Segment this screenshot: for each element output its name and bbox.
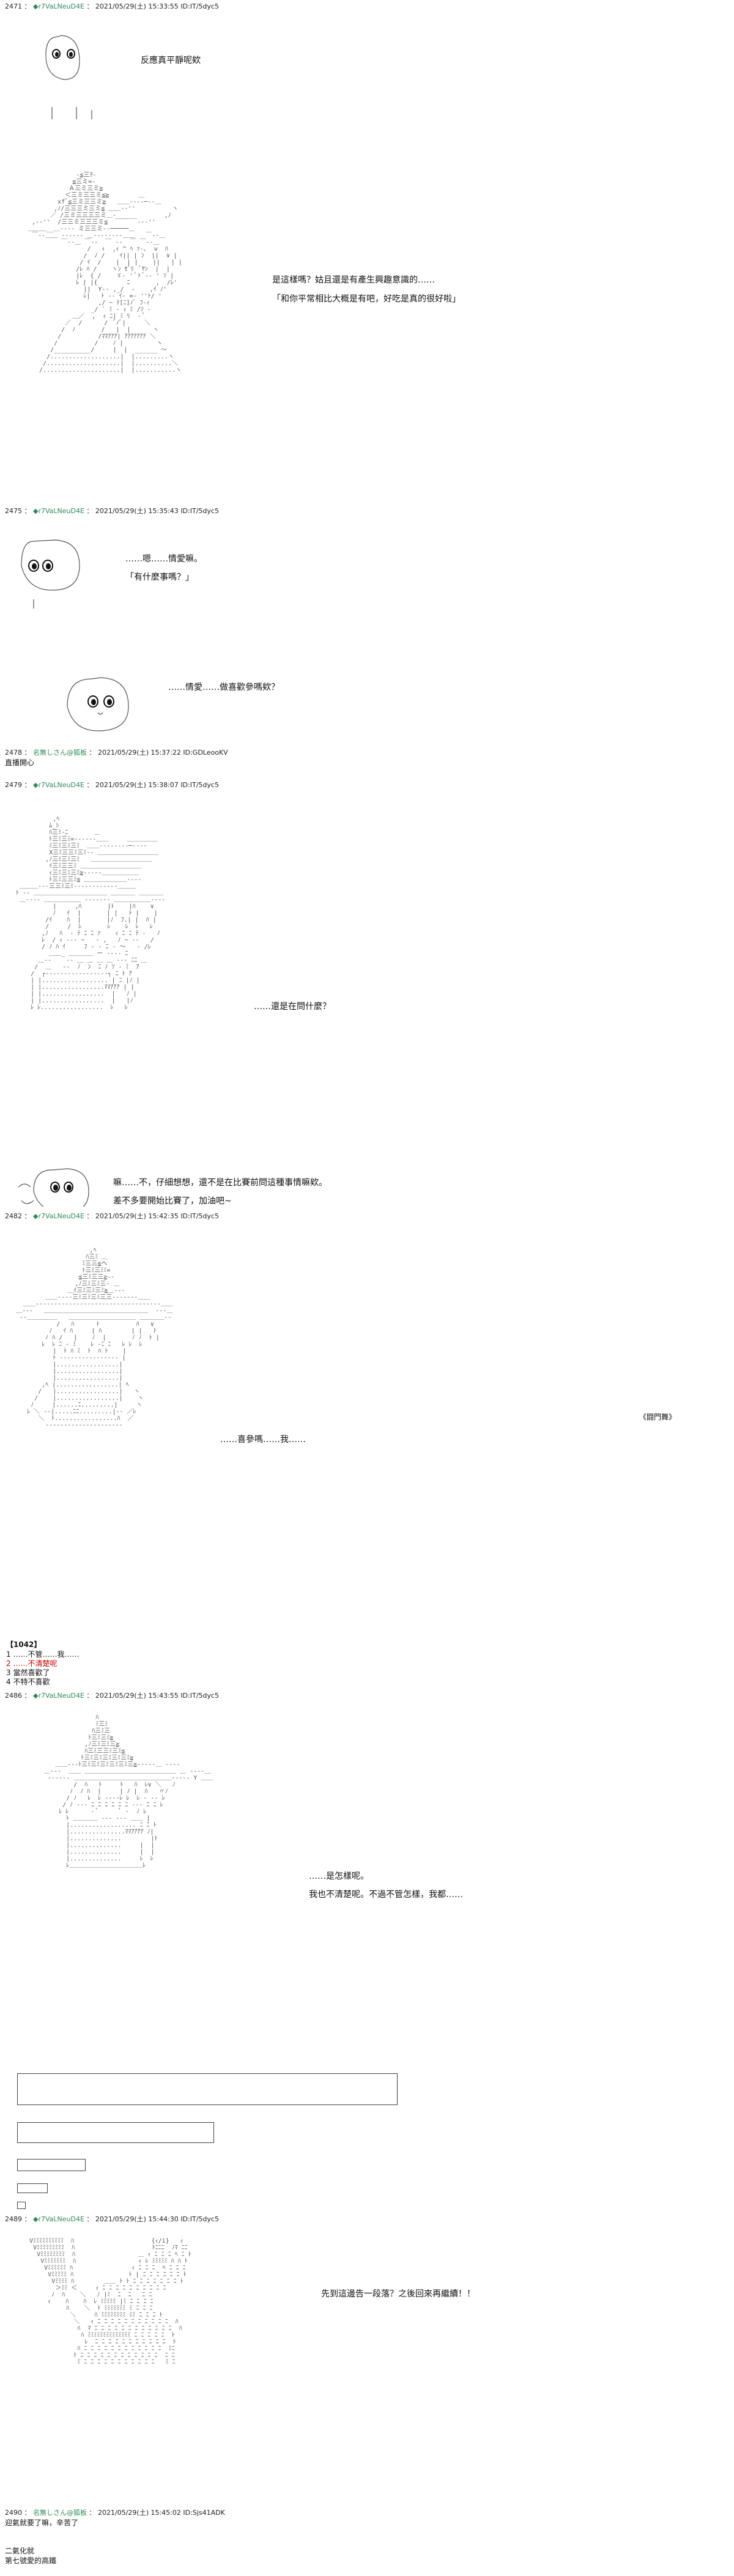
post-id: ID:IT/5dyc5 xyxy=(180,781,219,789)
vote-option[interactable]: 4 不特不喜歡 xyxy=(6,1678,50,1686)
dialogue-line: 「和你平常相比大概是有吧，好吃是真的很好啦」 xyxy=(272,294,461,304)
dialogue-line: ……嗯……情愛嘛。 xyxy=(125,554,202,564)
dialogue-line: 是這樣嗎？姑且還是有產生興趣意識的…… xyxy=(272,275,435,285)
post-id: ID:IT/5dyc5 xyxy=(180,2215,219,2223)
empty-frame xyxy=(17,2159,86,2171)
comment-line: 直播開心 xyxy=(5,758,35,767)
poster-name[interactable]: 名無しさん@狐板 xyxy=(33,749,87,757)
ascii-art-witch: ﾊ ﾐ三ﾐ ﾊ三ﾐ三 ﾄ三ﾐ三ﾐ≧ ,ﾉ三ﾐ三ﾐ三≧ ﾊ三ﾐ三三ﾐ三ﾐ≦ ﾄ三ﾐ… xyxy=(44,1714,213,1869)
empty-frame xyxy=(17,2122,214,2143)
bgm-tag: 《闘門舞》 xyxy=(639,1413,677,1421)
post-header: 2475 ： ◆r7VaLNeuD4E ： 2021/05/29(土) 15:3… xyxy=(5,507,219,515)
ascii-art-character xyxy=(18,1168,89,1207)
post-date: 2021/05/29(土) 15:38:07 xyxy=(95,781,179,789)
poster-name[interactable]: ◆r7VaLNeuD4E xyxy=(33,1692,84,1700)
post-header: 2479 ： ◆r7VaLNeuD4E ： 2021/05/29(土) 15:3… xyxy=(5,781,219,789)
post-header: 2490 ： 名無しさん@狐板 ： 2021/05/29(土) 15:45:02… xyxy=(5,2509,225,2517)
post-id: ID:Sjs41ADK xyxy=(183,2509,225,2517)
poster-name[interactable]: ◆r7VaLNeuD4E xyxy=(33,1212,84,1220)
post-id: ID:IT/5dyc5 xyxy=(180,1692,219,1700)
post-id: ID:IT/5dyc5 xyxy=(180,2,219,10)
dialogue-line: 反應真平靜呢欸 xyxy=(141,56,201,65)
post-id: ID:IT/5dyc5 xyxy=(180,507,219,515)
post-date: 2021/05/29(土) 15:45:02 xyxy=(98,2509,181,2517)
post-header: 2478 ： 名無しさん@狐板 ： 2021/05/29(土) 15:37:22… xyxy=(5,749,228,757)
dialogue-line: 「有什麼事嗎？」 xyxy=(125,572,194,582)
vote-option[interactable]: 3 當然喜歡了 xyxy=(6,1668,50,1677)
dialogue-line: ……喜參嗎……我…… xyxy=(220,1435,306,1445)
vote-option[interactable]: 1 ……不管……我…… xyxy=(6,1650,80,1659)
comment-line: 二氣化就 xyxy=(5,2547,35,2555)
dialogue-line: 差不多要開始比賽了，加油吧~ xyxy=(113,1196,232,1206)
comment-line: 第七號愛的高鐵 xyxy=(5,2556,57,2565)
post-date: 2021/05/29(土) 15:35:43 xyxy=(95,507,179,515)
dialogue-line: ……還是在問什麼？ xyxy=(254,1002,331,1012)
post-date: 2021/05/29(土) 15:44:30 xyxy=(95,2215,179,2223)
vote-option[interactable]: 2 ……不清楚呢 xyxy=(6,1659,57,1668)
post-header: 2489 ： ◆r7VaLNeuD4E ： 2021/05/29(土) 15:4… xyxy=(5,2215,219,2223)
ascii-art-witch: ,ﾍ ﾊ三ﾐ ＿ ﾐ三三≦ヘ ﾄ三ﾐ三ﾐﾐ= ≦三ﾐ三三≧‐‐ ,ﾉ三ﾐ三ﾐ三‐… xyxy=(16,1247,173,1429)
poster-name[interactable]: ◆r7VaLNeuD4E xyxy=(33,2215,84,2223)
ascii-art-character xyxy=(45,35,92,119)
poster-name[interactable]: 名無しさん@狐板 xyxy=(33,2509,87,2517)
ascii-art-witch: -≦三ｦ- ≦三ミ=- Ａ三ミ三ミ≧ ＜三ミ三三ミ≦≧ ＿ xfﾞ≦三ミ三三ミ≧… xyxy=(28,172,182,374)
post-header: 2482 ： ◆r7VaLNeuD4E ： 2021/05/29(土) 15:4… xyxy=(5,1212,219,1220)
empty-frame xyxy=(17,2202,26,2209)
ascii-art-witch: ,ﾍ ﾑ_ｼ ﾊ三ﾐ-ﾆ ＿ ﾄ三ﾐ三ﾐ=-‐‐‐‐-＿＿ ＿＿＿＿＿ ﾐ三ﾐ三… xyxy=(16,816,166,1011)
dialogue-line: 嘛……不，仔細想想，還不是在比賽前問這種事情嘛欸。 xyxy=(113,1178,327,1188)
empty-frame xyxy=(17,2073,398,2105)
post-date: 2021/05/29(土) 15:43:55 xyxy=(95,1692,179,1700)
comment-line: 迎氣就要了嘛，辛苦了 xyxy=(5,2519,79,2527)
empty-frame xyxy=(17,2183,48,2193)
post-id: ID:GDLeooKV xyxy=(183,749,228,757)
ascii-art-scene: Vﾐﾐﾐﾐﾐﾐﾐﾐﾐﾐ ﾊ {ｨ/i} ｨ Vﾐﾐﾐﾐﾐﾐﾐﾐﾐ ﾊ ﾄﾆﾆﾆ … xyxy=(29,2238,191,2366)
vote-title: 【1042】 xyxy=(6,1640,42,1649)
post-date: 2021/05/29(土) 15:37:22 xyxy=(98,749,181,757)
post-date: 2021/05/29(土) 15:42:35 xyxy=(95,1212,179,1220)
dialogue-line: 我也不清楚呢。不過不管怎樣，我都…… xyxy=(309,1890,463,1900)
poster-name[interactable]: ◆r7VaLNeuD4E xyxy=(33,2,84,10)
dialogue-line: 先到這邊告一段落？之後回來再繼續！！ xyxy=(321,2289,475,2299)
dialogue-line: ……情愛……做喜歡參嗎欸？ xyxy=(168,683,280,692)
post-header: 2486 ： ◆r7VaLNeuD4E ： 2021/05/29(土) 15:4… xyxy=(5,1692,219,1700)
ascii-art-character xyxy=(21,539,129,731)
post-id: ID:IT/5dyc5 xyxy=(180,1212,219,1220)
post-header: 2471 ： ◆r7VaLNeuD4E ： 2021/05/29(土) 15:3… xyxy=(5,2,219,10)
poster-name[interactable]: ◆r7VaLNeuD4E xyxy=(33,507,84,515)
post-date: 2021/05/29(土) 15:33:55 xyxy=(95,2,179,10)
poster-name[interactable]: ◆r7VaLNeuD4E xyxy=(33,781,84,789)
dialogue-line: ……是怎樣呢。 xyxy=(309,1871,369,1881)
